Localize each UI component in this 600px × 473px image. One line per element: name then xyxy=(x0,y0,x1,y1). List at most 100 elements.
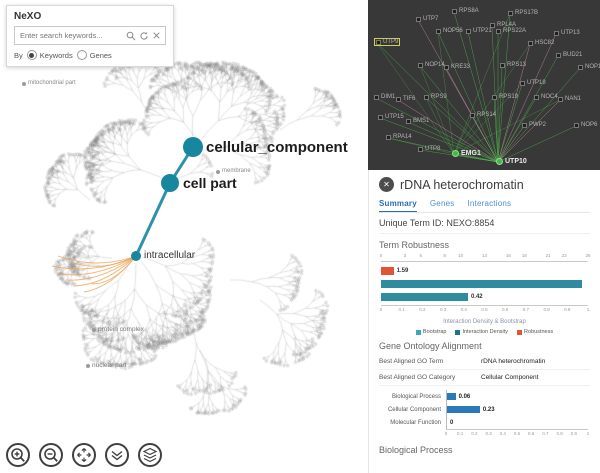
network-edge xyxy=(497,13,511,163)
search-icon[interactable] xyxy=(125,30,136,41)
layers-button[interactable] xyxy=(138,443,162,467)
network-node[interactable]: KRE33 xyxy=(444,64,470,70)
network-node[interactable]: NAN1 xyxy=(558,96,581,102)
network-node[interactable]: HSC82 xyxy=(528,40,554,46)
network-node-label: RPS13 xyxy=(507,62,527,68)
network-node-dot xyxy=(496,28,501,34)
network-node[interactable]: EMG1 xyxy=(452,150,481,157)
tree-node-label[interactable]: protein complex xyxy=(98,326,144,333)
network-edge xyxy=(425,97,499,163)
tree-node-label[interactable]: membrane xyxy=(222,168,251,174)
legend-item: Robustness xyxy=(517,329,553,335)
close-icon[interactable]: ✕ xyxy=(379,177,394,192)
network-edge xyxy=(491,25,499,163)
network-edge xyxy=(497,99,561,163)
network-node[interactable]: NOP14 xyxy=(418,62,445,68)
mode-keywords[interactable]: Keywords xyxy=(26,50,73,60)
search-box[interactable] xyxy=(14,26,166,45)
tree-node-label[interactable]: cell part xyxy=(183,175,237,191)
axis-tick: 0.9 xyxy=(564,307,571,312)
network-node[interactable]: UTP15 xyxy=(378,114,404,120)
network-node[interactable]: RPS14 xyxy=(470,112,496,118)
network-node[interactable]: RPS13 xyxy=(500,62,526,68)
network-node-label: UTP9 xyxy=(383,39,399,45)
tree-node-label[interactable]: nuclear part xyxy=(92,362,127,369)
clear-icon[interactable] xyxy=(151,30,162,41)
axis-tick: 0.2 xyxy=(419,307,426,312)
alignment-category-label: Molecular Function xyxy=(390,419,441,426)
network-node[interactable]: RPS17B xyxy=(508,10,538,16)
network-node-label: RPS14 xyxy=(477,112,497,118)
tree-node-dot[interactable] xyxy=(216,170,220,174)
tree-node-dot[interactable] xyxy=(183,137,203,157)
ontology-tree-canvas[interactable] xyxy=(0,0,368,473)
keywords-label: Keywords xyxy=(39,50,73,60)
mode-genes[interactable]: Genes xyxy=(76,50,112,60)
network-node[interactable]: RPS9 xyxy=(424,94,447,100)
network-node[interactable]: RPS8A xyxy=(452,8,479,14)
zoom-in-button[interactable] xyxy=(6,443,30,467)
network-node-label: UTP21 xyxy=(473,28,492,34)
tree-node-dot[interactable] xyxy=(92,328,96,332)
network-node-dot xyxy=(374,94,379,100)
network-node[interactable]: BMS1 xyxy=(406,118,429,124)
network-node[interactable]: TIF6 xyxy=(396,96,415,102)
network-node[interactable]: UTP10 xyxy=(496,158,527,165)
legend-item: Interaction Density xyxy=(455,329,508,335)
tree-node-dot[interactable] xyxy=(86,364,90,368)
tree-node-label[interactable]: cellular_component xyxy=(206,139,348,156)
tree-node-label[interactable]: intracellular xyxy=(144,250,196,261)
axis-tick: 0.6 xyxy=(502,307,509,312)
tree-node-dot[interactable] xyxy=(22,82,26,86)
axis-tick: 0.4 xyxy=(499,431,506,436)
zoom-fit-button[interactable] xyxy=(72,443,96,467)
network-node[interactable]: RPA14 xyxy=(386,134,412,140)
tab-summary[interactable]: Summary xyxy=(379,199,417,212)
tab-genes[interactable]: Genes xyxy=(429,199,455,208)
network-node[interactable]: RPS22A xyxy=(496,28,526,34)
network-node[interactable]: NOP6 xyxy=(574,122,597,128)
tab-interactions[interactable]: Interactions xyxy=(467,199,512,208)
network-node-dot xyxy=(558,96,563,102)
by-label: By xyxy=(14,50,23,60)
tree-node-dot[interactable] xyxy=(161,174,179,192)
reset-icon[interactable] xyxy=(138,30,149,41)
network-node-dot xyxy=(470,112,475,118)
network-edge xyxy=(419,65,455,155)
collapse-tree-button[interactable] xyxy=(105,443,129,467)
network-node[interactable]: UTP7 xyxy=(416,16,438,22)
network-edge xyxy=(497,55,559,163)
network-node[interactable]: NOP56 xyxy=(436,28,463,34)
keywords-radio[interactable] xyxy=(26,50,37,60)
network-node[interactable]: RPL4A xyxy=(490,22,516,28)
fit-icon xyxy=(77,448,91,462)
network-node[interactable]: UTP9 xyxy=(374,38,401,46)
network-node[interactable]: UTP18 xyxy=(520,80,546,86)
network-node[interactable]: DIM1 xyxy=(374,94,395,100)
tree-node-dot[interactable] xyxy=(131,251,141,261)
genes-radio[interactable] xyxy=(76,50,87,60)
network-edge xyxy=(397,99,499,163)
network-node[interactable]: BUD21 xyxy=(556,52,582,58)
network-node[interactable]: UTP8 xyxy=(418,146,440,152)
search-input[interactable] xyxy=(18,30,123,41)
tree-node-label[interactable]: mitochondrial part xyxy=(28,80,76,86)
network-edge xyxy=(453,153,499,163)
go-alignment-heading: Gene Ontology Alignment xyxy=(379,341,482,351)
network-node[interactable]: PWP2 xyxy=(522,122,546,128)
network-edge xyxy=(497,65,503,163)
network-node[interactable]: NOP1 xyxy=(578,64,600,70)
network-node[interactable]: NOC4 xyxy=(534,94,558,100)
legend-swatch xyxy=(455,329,461,335)
detail-tabs: Summary Genes Interactions xyxy=(379,199,590,213)
zoom-out-button[interactable] xyxy=(39,443,63,467)
network-node[interactable]: UTP13 xyxy=(554,30,580,36)
network-node-label: BUD21 xyxy=(563,52,583,58)
network-node[interactable]: RPS19 xyxy=(492,94,518,100)
network-node-dot xyxy=(492,94,497,100)
network-node[interactable]: UTP21 xyxy=(466,28,492,34)
